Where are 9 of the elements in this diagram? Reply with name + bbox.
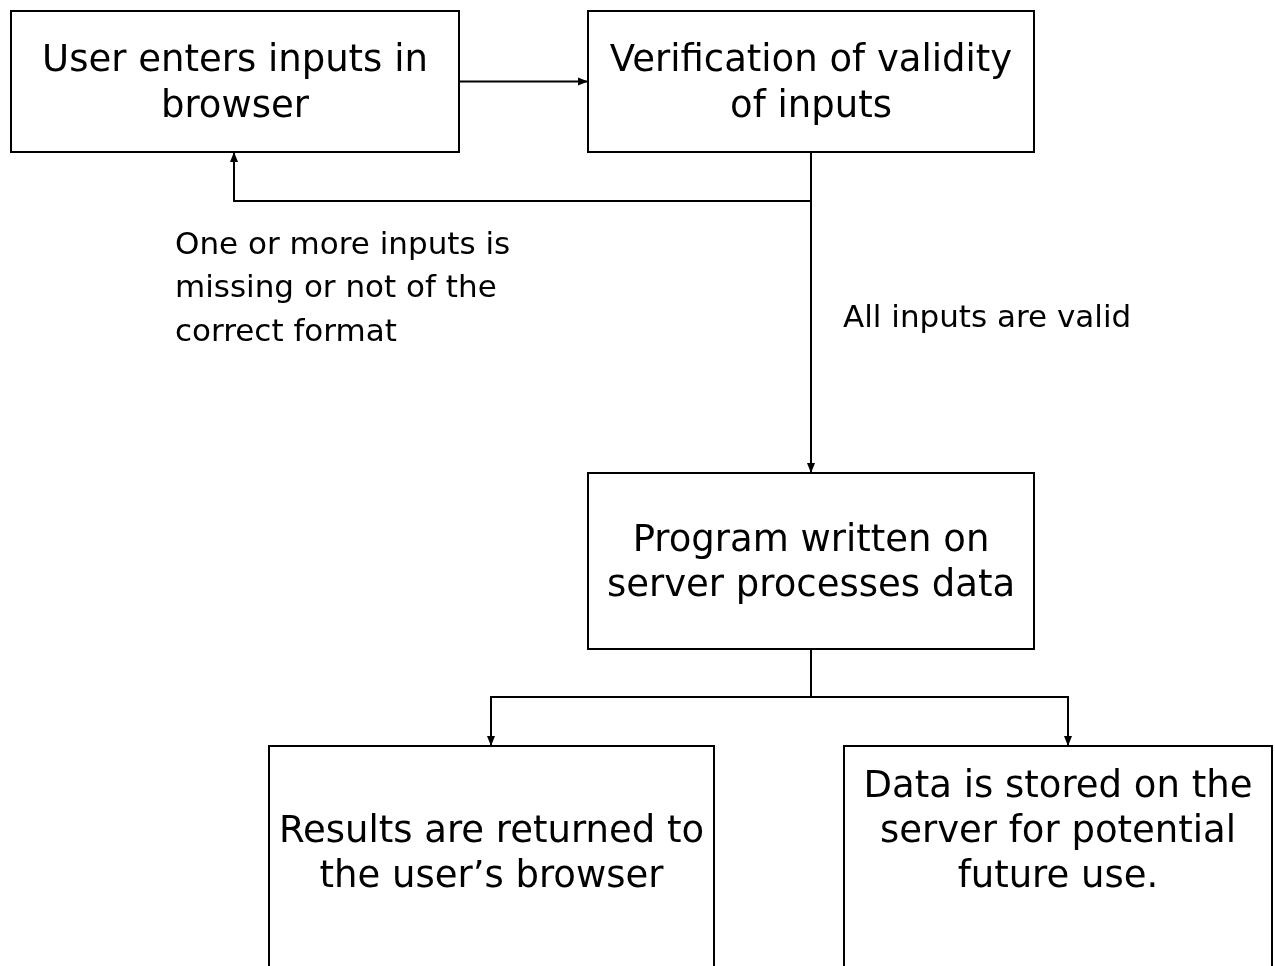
process-box: Program written on server processes data — [587, 472, 1035, 650]
arrow — [230, 152, 812, 202]
process-box: Data is stored on the server for potential future use. — [843, 745, 1273, 966]
arrow — [810, 649, 1072, 746]
arrow — [807, 152, 815, 473]
arrow — [459, 77, 588, 86]
process-box: Verification of validity of inputs — [587, 10, 1035, 153]
process-box: User enters inputs in browser — [10, 10, 460, 153]
process-box: Results are returned to the user’s browser — [268, 745, 715, 966]
